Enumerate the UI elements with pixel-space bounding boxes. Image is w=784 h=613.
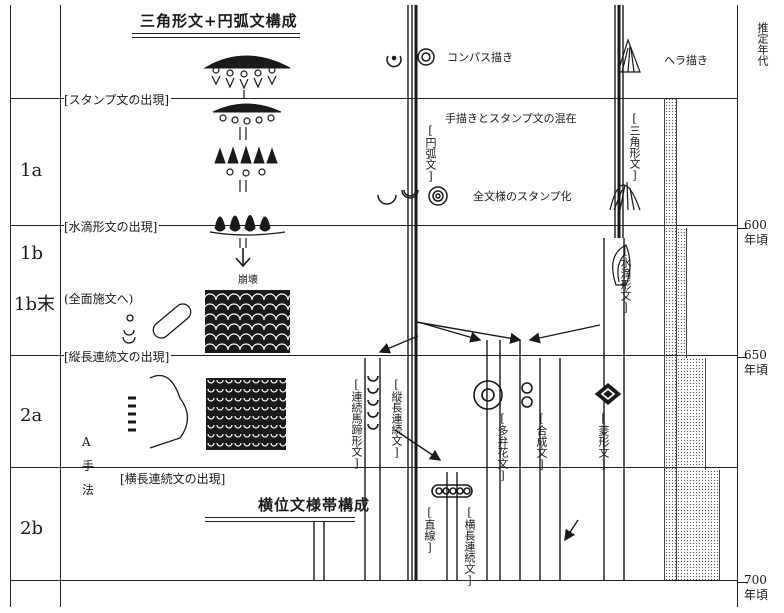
method-label: A 手 法 [82, 435, 95, 497]
arrows [378, 321, 601, 542]
year-700: 700年頃 [744, 573, 769, 602]
event-horizontal: [横長連続文の出現] [120, 470, 228, 487]
stipple-bar-2a [677, 358, 706, 470]
note-mixed: 手描きとスタンプ文の混在 [445, 112, 577, 125]
label-arc: [円弧文] [424, 124, 437, 183]
note-spatula: ヘラ描き [664, 54, 708, 67]
label-straight: [直線] [423, 506, 436, 554]
phase-2a: 2a [20, 405, 43, 426]
year-tick-650 [737, 357, 747, 358]
left-small-motifs [122, 303, 192, 449]
row-line-drop [10, 225, 737, 226]
frame-left [10, 5, 11, 607]
note-compass: コンパス描き [447, 51, 513, 64]
row-line-horizontal [10, 467, 737, 468]
year-tick-700 [737, 582, 747, 583]
label-drop-pattern: [水滴形文] [619, 244, 632, 314]
title-top: 三角形文+円弧文構成 [140, 12, 298, 30]
event-drop: [水滴形文の出現] [64, 218, 160, 235]
stipple-bar-2b [677, 470, 720, 580]
motif-stack [203, 55, 291, 450]
title-bottom-underline2 [205, 521, 355, 522]
note-collapse: 崩壊 [238, 275, 258, 286]
year-tick-600 [737, 228, 747, 229]
event-vertical: [縦長連続文の出現] [64, 348, 172, 365]
title-bottom: 横位文様帯構成 [258, 496, 371, 514]
stamp-motifs-2a [367, 375, 622, 498]
row-line-end [10, 580, 737, 581]
title-top-underline1 [132, 33, 300, 34]
title-bottom-underline1 [205, 517, 355, 518]
row-line-stamp [10, 98, 737, 99]
event-stamp: [スタンプ文の出現] [64, 91, 172, 108]
year-600: 600年頃 [744, 218, 769, 247]
label-vertical-cont: [縦長連続文] [390, 378, 403, 459]
stipple-bar-early [664, 98, 677, 580]
phase-column-divider [60, 5, 61, 607]
phase-2b: 2b [20, 518, 43, 539]
event-overall: (全面施文へ) [64, 292, 134, 306]
label-multi-petal: [多弁花文] [496, 412, 509, 482]
label-triangle: [三角形文] [628, 112, 641, 182]
stipple-bar-1b [677, 228, 687, 358]
phase-1b-end: 1b末 [14, 294, 55, 315]
label-horizontal-cont: [横長連続文] [463, 506, 476, 587]
label-horseshoe: [連続馬蹄形文] [350, 378, 363, 470]
label-composite: [合成文] [535, 412, 548, 471]
year-650: 650年頃 [744, 348, 769, 377]
phase-1a: 1a [20, 160, 43, 181]
phase-1b: 1b [20, 243, 43, 264]
title-top-underline2 [132, 37, 300, 38]
row-line-vertical [10, 355, 737, 356]
lineage-lines [313, 5, 625, 580]
note-all-stamp: 全文様のスタンプ化 [473, 190, 572, 203]
year-column-divider [737, 5, 738, 607]
compass-icons [377, 48, 448, 206]
period-header: 推定年代 [756, 22, 769, 66]
